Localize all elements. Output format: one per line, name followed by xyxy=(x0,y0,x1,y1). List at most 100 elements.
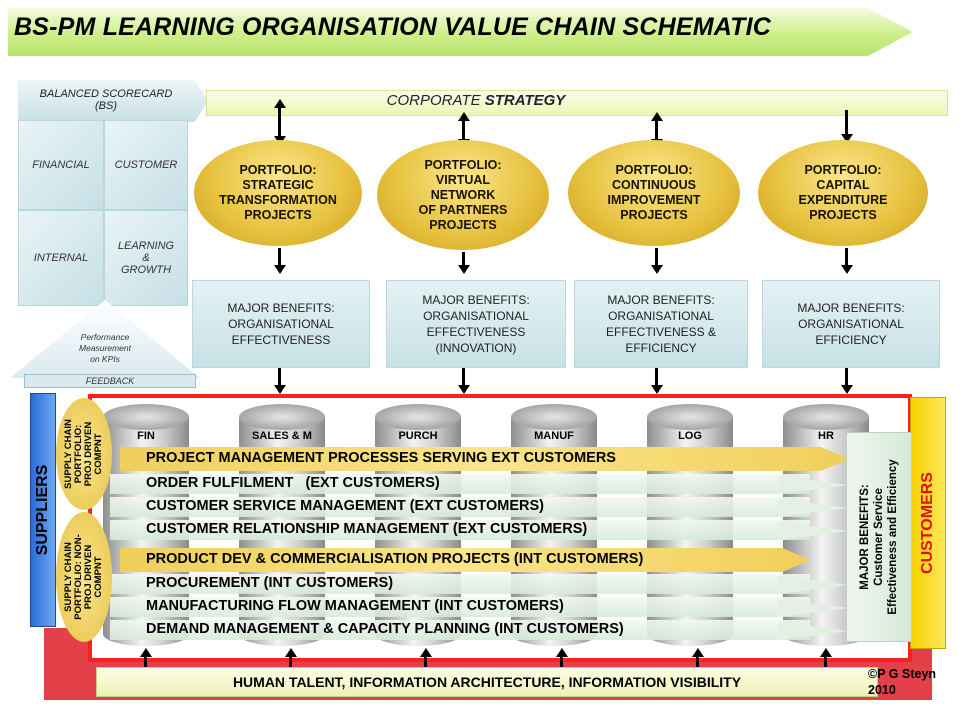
arrow-shaft xyxy=(845,110,848,136)
cylinder-log-top xyxy=(647,404,733,430)
process-procurement: PROCUREMENT (INT CUSTOMERS) xyxy=(146,575,394,591)
cylinder-manuf-top xyxy=(511,404,597,430)
spike-arrow xyxy=(778,599,848,617)
bs-learning-line1: LEARNING xyxy=(117,240,175,252)
sc-bot-l4: COMPNT xyxy=(93,556,104,598)
pf4-l2: CAPITAL xyxy=(816,178,870,192)
portfolio-capital-expenditure: PORTFOLIO: CAPITAL EXPENDITURE PROJECTS xyxy=(758,140,928,246)
process-manufacturing-flow: MANUFACTURING FLOW MANAGEMENT (INT CUSTO… xyxy=(146,598,564,614)
arrow-up-icon xyxy=(820,648,832,657)
balanced-scorecard-label: BALANCED SCORECARD (BS) xyxy=(22,88,190,112)
arrow-down-icon xyxy=(651,385,663,394)
supply-chain-non-project-label: SUPPLY CHAIN PORTFOLIO: NON- PROJ DRIVEN… xyxy=(63,534,104,620)
pf1-l3: TRANSFORMATION xyxy=(219,193,337,207)
function-hr: HR xyxy=(818,430,834,442)
title-banner xyxy=(8,8,913,56)
process-project-management: PROJECT MANAGEMENT PROCESSES SERVING EXT… xyxy=(146,450,616,466)
function-manuf: MANUF xyxy=(534,430,574,442)
copyright-line1: ©P G Steyn xyxy=(868,667,937,681)
pf2-l5: PROJECTS xyxy=(429,217,497,232)
corporate-strategy-bar xyxy=(206,90,948,116)
bs-learning-growth: LEARNING & GROWTH xyxy=(104,210,188,306)
customer-benefits-box: MAJOR BENEFITS: Customer Service Effecti… xyxy=(846,432,912,642)
mb3-l3: EFFECTIVENESS & xyxy=(605,325,717,339)
arrow-down-icon xyxy=(841,265,853,274)
bs-learning-line3: GROWTH xyxy=(120,264,172,276)
function-sales: SALES & M xyxy=(252,430,312,442)
arrow-down-icon xyxy=(458,265,470,274)
feedback-label: FEEDBACK xyxy=(24,374,196,388)
cylinder-sales-top xyxy=(239,404,325,430)
mb1-l1: MAJOR BENEFITS: xyxy=(227,301,335,315)
portfolio-continuous-improvement: PORTFOLIO: CONTINUOUS IMPROVEMENT PROJEC… xyxy=(568,140,740,246)
pf3-l2: CONTINUOUS xyxy=(611,178,697,192)
bs-customer: CUSTOMER xyxy=(104,120,188,210)
process-order-fulfilment: ORDER FULFILMENT (EXT CUSTOMERS) xyxy=(146,475,440,491)
arrow-up-icon xyxy=(556,648,568,657)
bs-financial: FINANCIAL xyxy=(18,120,104,210)
benefit-box-4: MAJOR BENEFITS: ORGANISATIONAL EFFICIENC… xyxy=(762,280,940,368)
performance-line2: Measurement xyxy=(79,343,131,353)
pf4-l4: PROJECTS xyxy=(809,208,877,222)
pf2-l1: PORTFOLIO: xyxy=(424,157,502,172)
cb-l1: MAJOR BENEFITS: xyxy=(859,484,871,590)
spike-arrow xyxy=(778,622,848,640)
foundation-label: HUMAN TALENT, INFORMATION ARCHITECTURE, … xyxy=(232,674,742,690)
supply-chain-project-driven-label: SUPPLY CHAIN PORTFOLIO: PROJ DRIVEN COMP… xyxy=(63,419,104,489)
pf2-l3: NETWORK xyxy=(430,187,496,202)
cylinder-purch-top xyxy=(375,404,461,430)
bs-learning-line2: & xyxy=(142,252,150,264)
arrow-shaft xyxy=(655,248,658,266)
arrow-up-icon xyxy=(140,648,152,657)
arrow-shaft xyxy=(278,368,281,386)
foundation-bar: HUMAN TALENT, INFORMATION ARCHITECTURE, … xyxy=(96,667,878,697)
pf3-l1: PORTFOLIO: xyxy=(615,163,693,177)
arrow-shaft xyxy=(845,368,848,386)
function-fin: FIN xyxy=(137,430,155,442)
arrow-shaft xyxy=(655,368,658,386)
band-gold-2 xyxy=(120,548,810,572)
arrow-shaft xyxy=(462,120,465,140)
arrow-up-icon xyxy=(651,112,663,121)
arrow-down-icon xyxy=(841,385,853,394)
arrow-shaft xyxy=(144,656,147,667)
bs-label-line2: (BS) xyxy=(95,100,117,112)
pf1-l4: PROJECTS xyxy=(244,208,312,222)
mb2-l3: EFFECTIVENESS xyxy=(426,325,526,339)
arrow-up-icon xyxy=(692,648,704,657)
mb4-l2: ORGANISATIONAL xyxy=(798,317,904,331)
arrow-up-icon xyxy=(420,648,432,657)
copyright: ©P G Steyn 2010 xyxy=(868,666,936,698)
band-7 xyxy=(110,597,810,617)
arrow-down-icon xyxy=(841,134,853,143)
process-product-dev: PRODUCT DEV & COMMERCIALISATION PROJECTS… xyxy=(146,551,644,567)
arrow-shaft xyxy=(424,656,427,667)
pf4-l3: EXPENDITURE xyxy=(798,193,888,207)
benefit-box-2: MAJOR BENEFITS: ORGANISATIONAL EFFECTIVE… xyxy=(386,280,566,368)
arrow-shaft xyxy=(845,248,848,266)
arrow-shaft xyxy=(824,656,827,667)
suppliers-label: SUPPLIERS xyxy=(34,464,51,556)
bs-label-line1: BALANCED SCORECARD xyxy=(39,88,173,100)
pf1-l1: PORTFOLIO: xyxy=(239,163,317,177)
portfolio-virtual-network: PORTFOLIO: VIRTUAL NETWORK OF PARTNERS P… xyxy=(377,140,549,250)
cylinder-hr-top xyxy=(783,404,869,430)
bs-customer-label: CUSTOMER xyxy=(114,159,178,171)
bs-internal-label: INTERNAL xyxy=(33,252,89,264)
corporate-strategy-emphasis: STRATEGY xyxy=(484,92,566,109)
arrow-shaft xyxy=(462,368,465,386)
band-gold-1 xyxy=(120,447,850,471)
pf1-l2: STRATEGIC xyxy=(242,178,314,192)
arrow-shaft xyxy=(462,252,465,266)
balanced-scorecard-arrow xyxy=(18,80,208,122)
arrow-down-icon xyxy=(274,385,286,394)
arrow-up-icon xyxy=(285,648,297,657)
performance-line3: on KPIs xyxy=(90,354,120,364)
cb-l3: Effectiveness and Efficiency xyxy=(887,459,899,615)
performance-line1: Performance xyxy=(80,332,130,342)
arrow-shaft xyxy=(278,107,281,137)
supply-chain-project-driven-oval: SUPPLY CHAIN PORTFOLIO: PROJ DRIVEN COMP… xyxy=(56,398,112,510)
pf2-l2: VIRTUAL xyxy=(435,172,491,187)
corporate-strategy-prefix: CORPORATE xyxy=(386,92,485,109)
suppliers-bar: SUPPLIERS xyxy=(30,393,56,627)
